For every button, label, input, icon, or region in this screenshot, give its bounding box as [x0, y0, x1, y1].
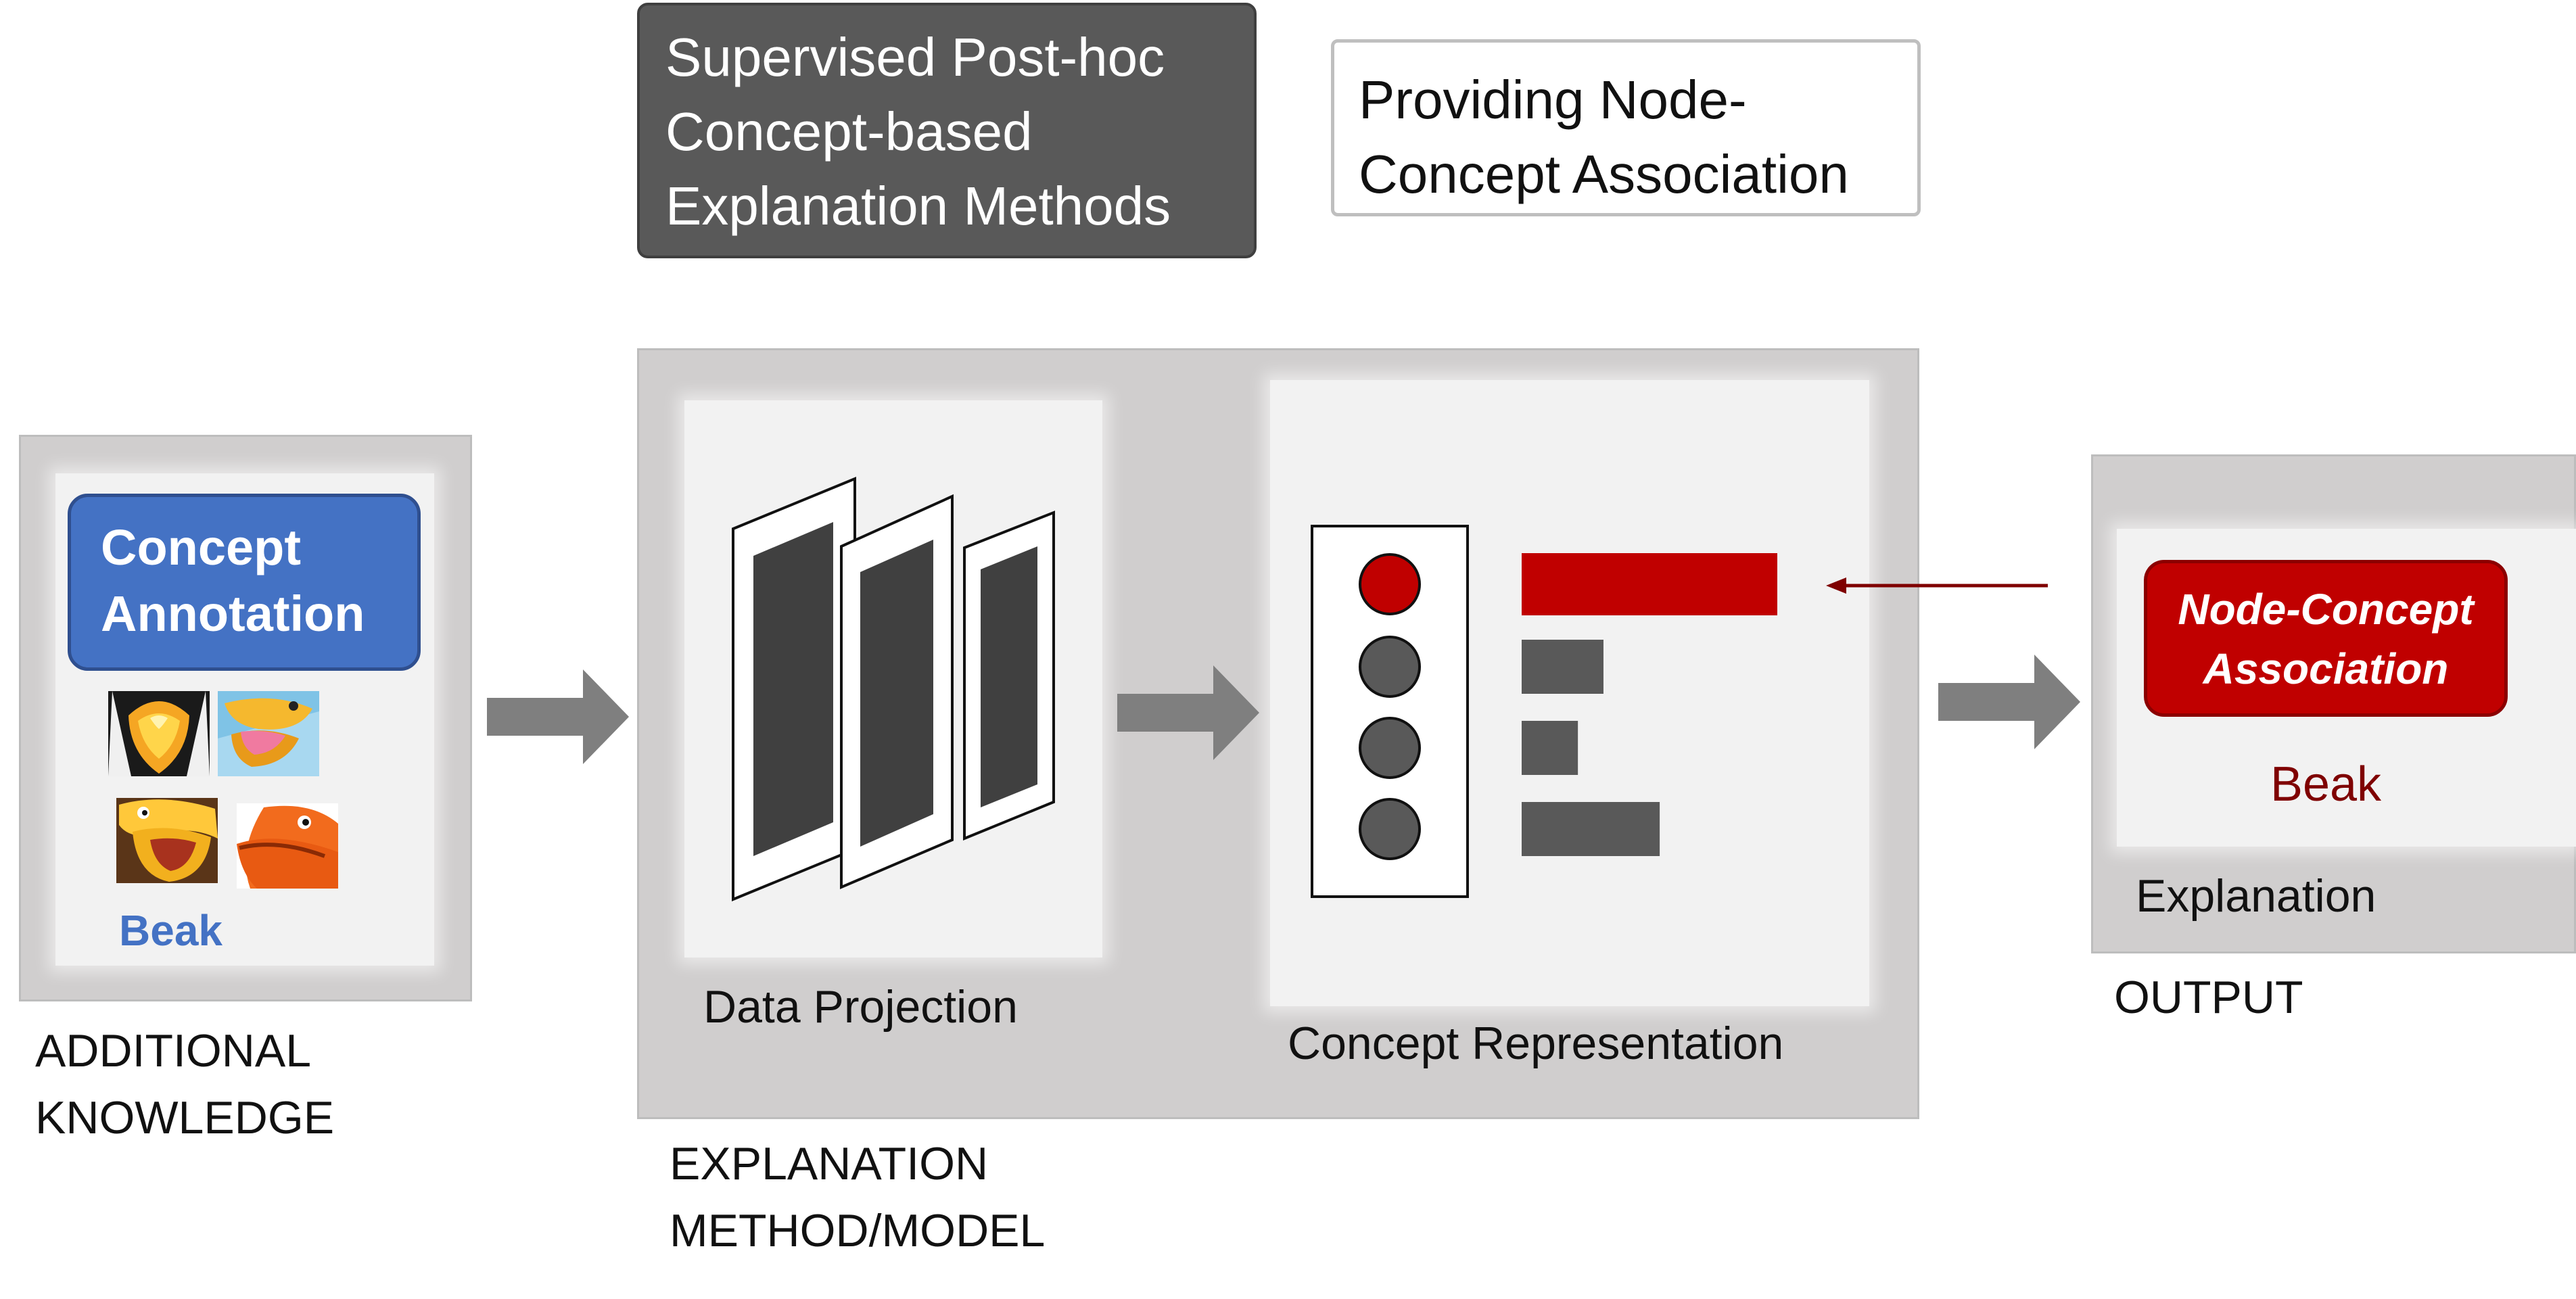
additional-knowledge-label-line: KNOWLEDGE — [35, 1091, 335, 1143]
association-bar — [1522, 721, 1578, 775]
node — [1359, 636, 1421, 698]
method-family-title-line: Supervised Post-hoc — [665, 27, 1165, 87]
explanation-method-label-line: METHOD/MODEL — [670, 1204, 1046, 1256]
explanation-method-label-line: EXPLANATION — [670, 1138, 989, 1189]
explanation-label: Explanation — [2136, 870, 2376, 922]
method-family-title-line: Concept-based — [665, 101, 1033, 162]
flow-arrow-knowledge-to-method — [487, 669, 629, 764]
role-note-line: Concept Association — [1359, 144, 1849, 204]
association-bar — [1522, 640, 1603, 694]
node-concept-association-box: Node-Concept Association — [2144, 560, 2508, 717]
node-concept-association-line: Association — [2203, 644, 2449, 693]
feature-map-stack — [732, 477, 1055, 901]
data-projection-label: Data Projection — [703, 981, 1018, 1033]
association-bars — [1522, 553, 1777, 856]
beak-thumbnail-1 — [108, 691, 210, 776]
concept-representation-label: Concept Representation — [1288, 1018, 1784, 1069]
association-bar — [1522, 802, 1660, 856]
beak-thumbnail-3 — [116, 798, 218, 883]
highlighted-association-bar — [1522, 553, 1777, 615]
beak-thumbnail-2 — [218, 691, 319, 776]
role-note-line: Providing Node- — [1359, 70, 1747, 130]
additional-knowledge-label: ADDITIONAL KNOWLEDGE — [35, 1018, 334, 1151]
concept-annotation-line: Annotation — [101, 586, 365, 642]
concept-name-label: Beak — [119, 906, 223, 955]
role-note-box: Providing Node- Concept Association — [1331, 39, 1921, 216]
flow-arrow-method-to-output — [1938, 655, 2080, 749]
node-concept-association-line: Node-Concept — [2178, 585, 2474, 634]
flow-arrow-projection-to-representation — [1117, 665, 1259, 760]
node-circles — [1359, 553, 1421, 860]
node — [1359, 798, 1421, 860]
highlighted-node — [1359, 553, 1421, 615]
beak-thumbnail-4 — [237, 803, 338, 889]
concept-annotation-line: Concept — [101, 519, 301, 575]
method-family-title-line: Explanation Methods — [665, 176, 1171, 236]
output-concept-name: Beak — [2270, 757, 2382, 811]
concept-annotation-box: Concept Annotation — [68, 494, 421, 671]
additional-knowledge-label-line: ADDITIONAL — [35, 1025, 312, 1077]
feedback-arrow — [1826, 577, 2048, 594]
node — [1359, 717, 1421, 779]
explanation-method-label: EXPLANATION METHOD/MODEL — [670, 1131, 1045, 1264]
output-label: OUTPUT — [2114, 972, 2303, 1023]
method-family-title-box: Supervised Post-hoc Concept-based Explan… — [637, 3, 1257, 258]
